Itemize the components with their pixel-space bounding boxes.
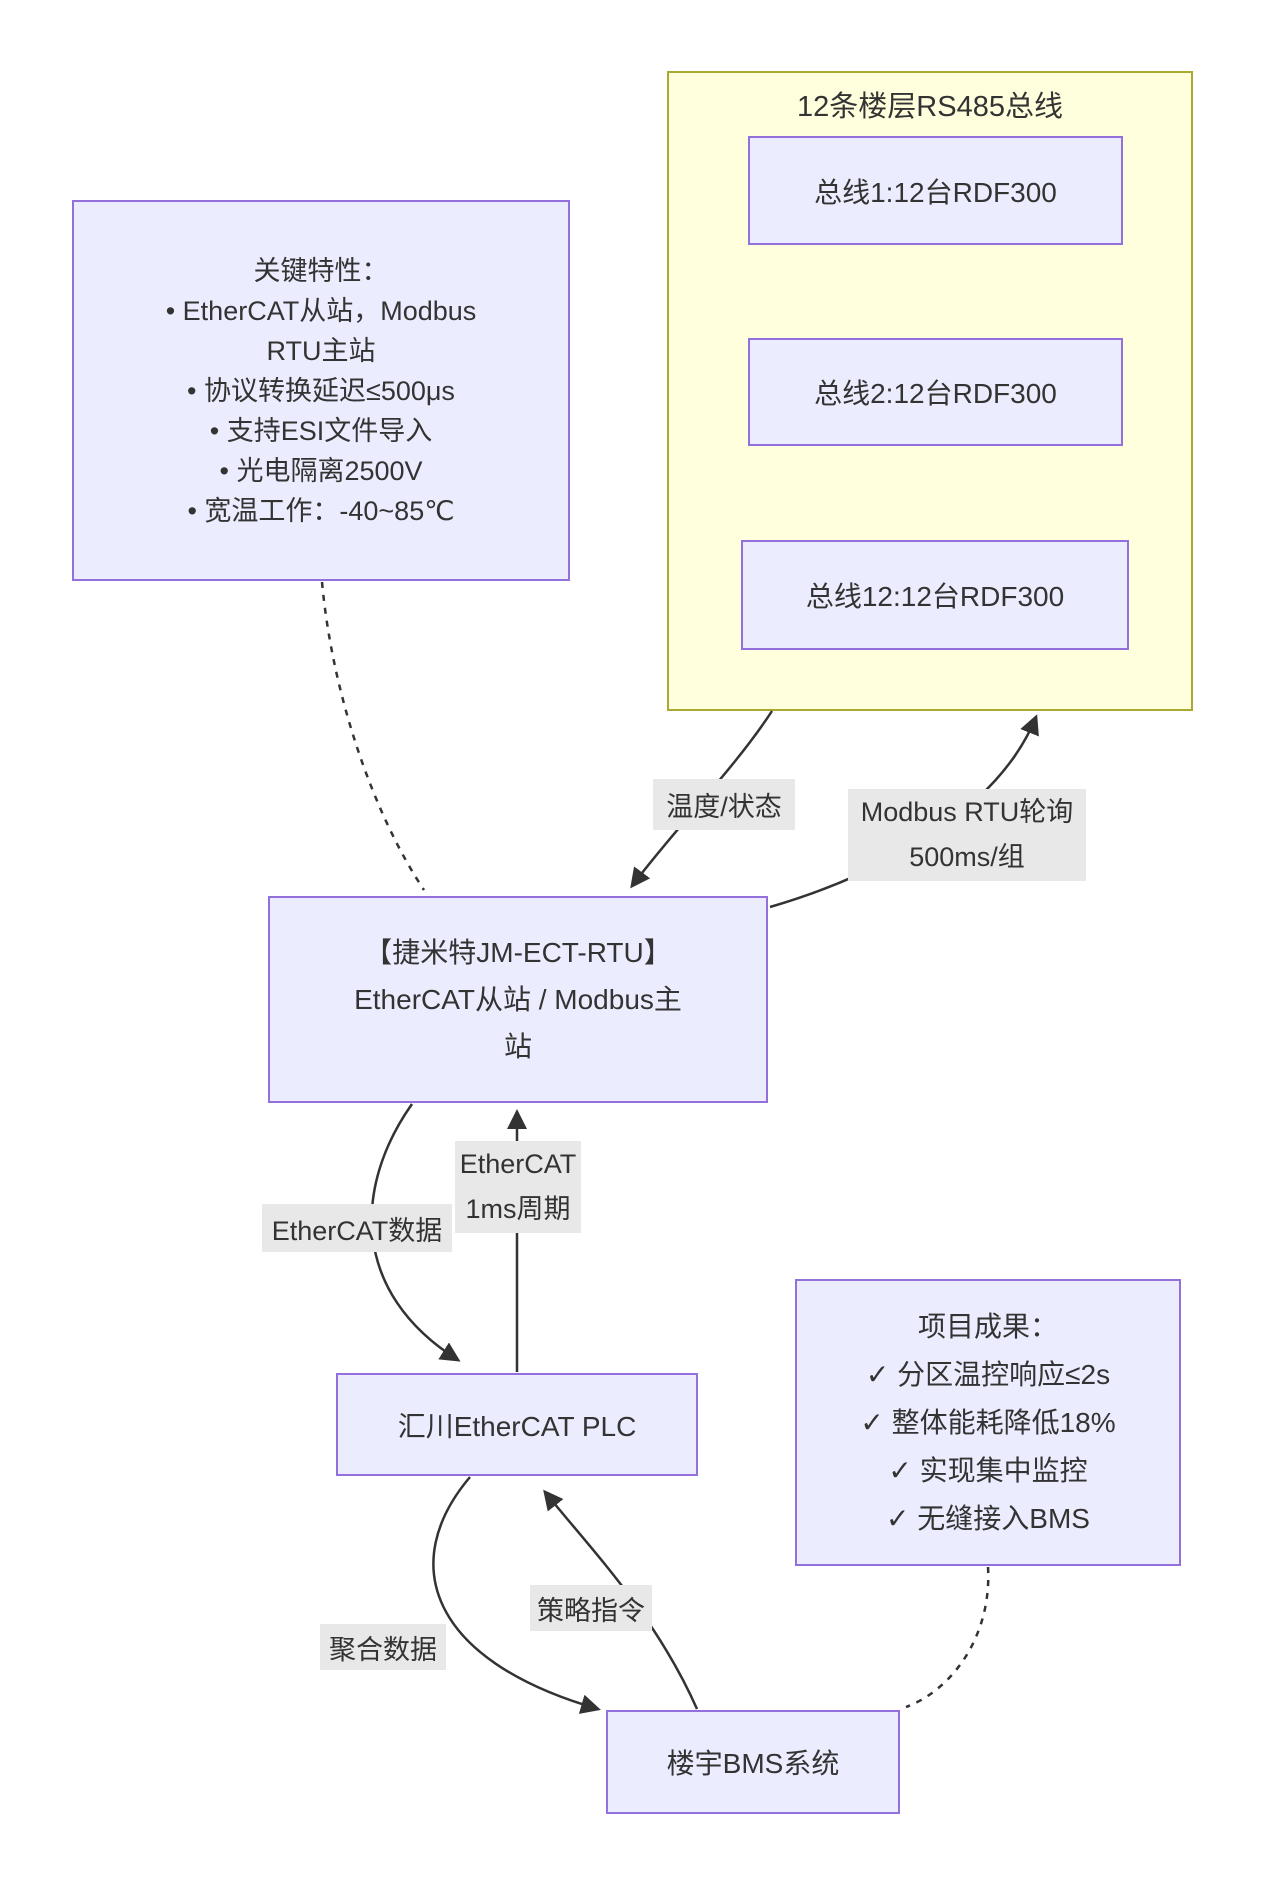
edge-results-link <box>905 1566 990 1709</box>
edge-label-temp-status: 温度/状态 <box>653 779 795 830</box>
gateway-line: 站 <box>503 1031 532 1062</box>
edge-label-text: Modbus RTU轮询 <box>860 797 1074 827</box>
results-line: ✓ 分区温控响应≤2s <box>865 1358 1111 1390</box>
gateway-line: EtherCAT从站 / Modbus主 <box>354 984 682 1015</box>
edge-label-text: EtherCAT <box>459 1149 577 1179</box>
subgraph-title: 12条楼层RS485总线 <box>797 91 1063 123</box>
node-key-features: 关键特性： • EtherCAT从站，Modbus RTU主站 • 协议转换延迟… <box>72 200 570 581</box>
features-line: RTU主站 <box>266 335 376 366</box>
features-line: 关键特性： <box>253 255 389 286</box>
edge-label-text: 策略指令 <box>537 1595 645 1626</box>
results-line: 项目成果： <box>917 1310 1058 1342</box>
edge-label-text: 1ms周期 <box>465 1194 571 1224</box>
edge-label-text: 温度/状态 <box>666 792 782 822</box>
edge-label-ethercat-cycle: EtherCAT 1ms周期 <box>455 1141 581 1233</box>
node-bus12: 总线12:12台RDF300 <box>741 540 1129 650</box>
node-plc-label: 汇川EtherCAT PLC <box>397 1410 637 1442</box>
features-line: • 光电隔离2500V <box>219 455 423 486</box>
node-plc: 汇川EtherCAT PLC <box>336 1373 698 1476</box>
features-line: • 支持ESI文件导入 <box>209 415 433 446</box>
node-bus2-label: 总线2:12台RDF300 <box>814 378 1057 409</box>
results-line: ✓ 整体能耗降低18% <box>860 1406 1116 1438</box>
edge-label-aggregate: 聚合数据 <box>320 1624 446 1670</box>
node-bus2: 总线2:12台RDF300 <box>748 338 1123 446</box>
features-line: • 宽温工作：-40~85℃ <box>187 495 455 526</box>
features-line: • EtherCAT从站，Modbus <box>165 295 477 326</box>
edge-label-text: EtherCAT数据 <box>271 1215 443 1246</box>
node-project-results: 项目成果： ✓ 分区温控响应≤2s ✓ 整体能耗降低18% ✓ 实现集中监控 ✓… <box>795 1279 1181 1566</box>
results-line: ✓ 无缝接入BMS <box>886 1502 1090 1534</box>
node-bms: 楼宇BMS系统 <box>606 1710 900 1814</box>
features-line: • 协议转换延迟≤500μs <box>187 375 455 406</box>
gateway-line: 【捷米特JM-ECT-RTU】 <box>364 937 672 968</box>
node-bus12-label: 总线12:12台RDF300 <box>805 581 1065 612</box>
edge-label-strategy: 策略指令 <box>530 1585 652 1631</box>
edge-label-modbus-poll: Modbus RTU轮询 500ms/组 <box>848 789 1086 881</box>
edge-label-text: 500ms/组 <box>909 842 1025 872</box>
node-bus1-label: 总线1:12台RDF300 <box>814 176 1057 208</box>
node-gateway-jm-ect-rtu: 【捷米特JM-ECT-RTU】 EtherCAT从站 / Modbus主 站 <box>268 896 768 1103</box>
results-line: ✓ 实现集中监控 <box>888 1454 1088 1486</box>
edge-label-ethercat-data: EtherCAT数据 <box>262 1204 452 1252</box>
node-bus1: 总线1:12台RDF300 <box>748 136 1123 245</box>
node-bms-label: 楼宇BMS系统 <box>666 1748 840 1779</box>
edge-label-text: 聚合数据 <box>329 1634 437 1665</box>
edge-features-link <box>320 581 426 891</box>
